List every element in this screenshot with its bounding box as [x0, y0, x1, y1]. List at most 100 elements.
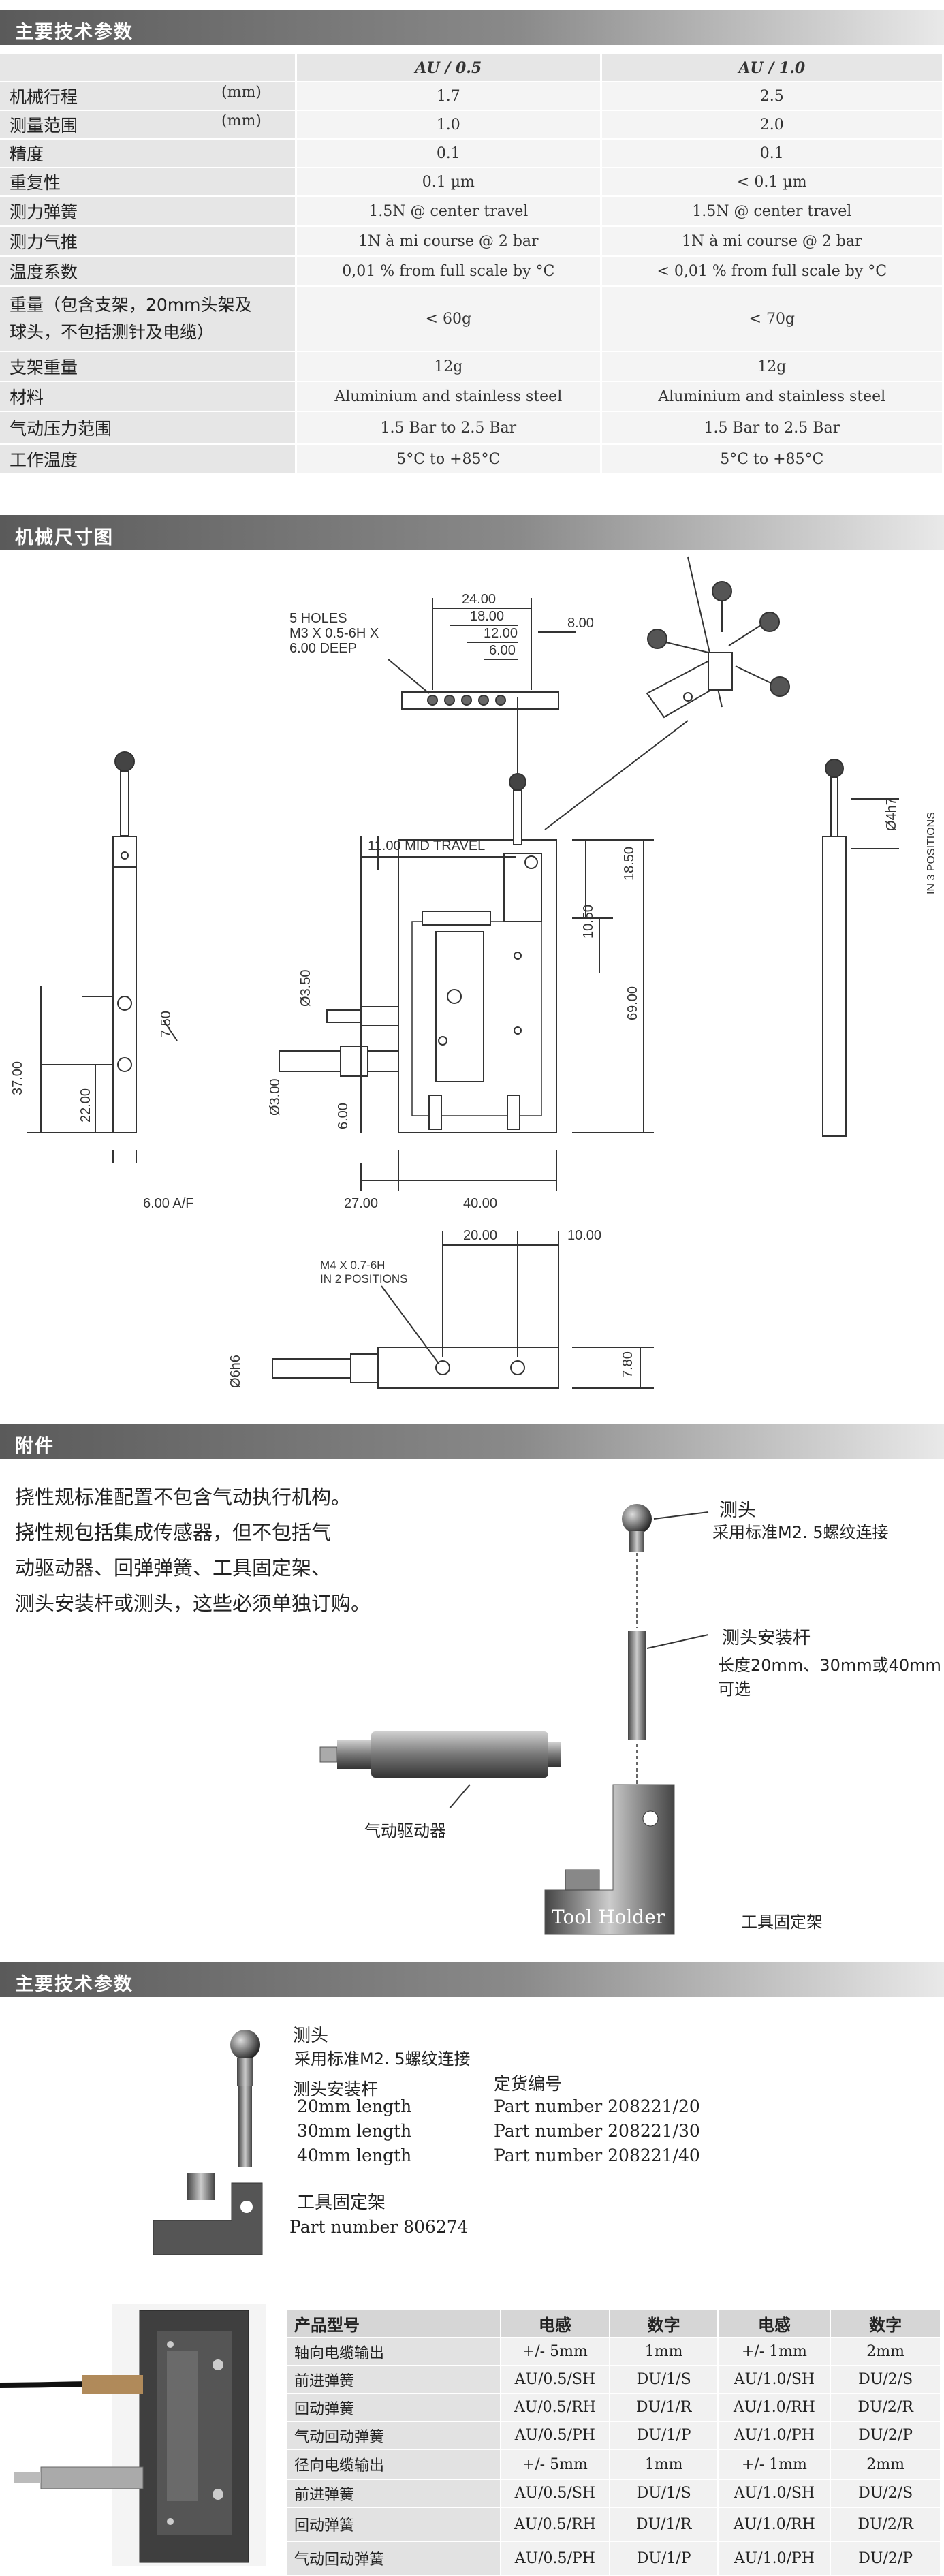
- spec-value: 1.5 Bar to 2.5 Bar: [296, 411, 602, 445]
- spec-value: 1N à mi course @ 2 bar: [601, 226, 944, 257]
- order-cell: DU/2/P: [830, 2541, 941, 2576]
- stylus-left: [120, 770, 129, 836]
- order-cell: DU/2/R: [830, 2507, 941, 2542]
- accessories-illustration: [319, 1504, 709, 1935]
- order-cell: DU/1/P: [608, 2541, 719, 2576]
- spec-value: 1.5N @ center travel: [601, 196, 944, 227]
- order-cell: AU/1.0/SH: [717, 2479, 832, 2508]
- order-header: 电感: [717, 2309, 832, 2338]
- spec-label: 机械行程(mm): [0, 82, 298, 111]
- order-cell: +/- 5mm: [499, 2337, 610, 2366]
- spec-label: 材料: [0, 381, 298, 412]
- section-title: 主要技术参数: [15, 22, 133, 43]
- spec-value: 5°C to +85°C: [296, 444, 602, 475]
- order-cell: DU/2/S: [830, 2365, 941, 2394]
- section-header-ordering: 主要技术参数: [0, 1962, 944, 1997]
- spec-value: < 0.1 µm: [601, 168, 944, 197]
- dim-label: 20.00: [463, 1228, 497, 1243]
- dimension-drawing: 5 HOLES M3 X 0.5-6H X 6.00 DEEP 24.00 18…: [10, 556, 937, 1389]
- dim-label: IN 3 POSITIONS: [926, 812, 937, 894]
- order-cell: AU/1.0/SH: [717, 2365, 832, 2394]
- rod-part-30: Part number 208221/30: [494, 2121, 700, 2141]
- probe-label: 测头: [719, 1500, 756, 1521]
- pneumatic-actuator-icon: [371, 1731, 548, 1778]
- product-photo: [0, 2304, 266, 2566]
- spec-value: 1.5 Bar to 2.5 Bar: [601, 411, 944, 445]
- section-header-dimensions: 机械尺寸图: [0, 515, 944, 550]
- dim-label: 18.00: [470, 609, 504, 624]
- bottom-view-stem: [272, 1358, 351, 1379]
- spec-row: 材料 Aluminium and stainless steel Alumini…: [0, 381, 944, 412]
- order-row: 轴向电缆输出 +/- 5mm 1mm +/- 1mm 2mm: [286, 2337, 941, 2366]
- order-cell: 2mm: [830, 2449, 941, 2480]
- spec-row: 测力气推 1N à mi course @ 2 bar 1N à mi cour…: [0, 226, 944, 257]
- order-cell: AU/0.5/PH: [499, 2421, 610, 2450]
- rod-length-30: 30mm length: [297, 2121, 412, 2141]
- spec-table: AU / 0.5 AU / 1.0 机械行程(mm) 1.7 2.5 测量范围(…: [0, 54, 944, 475]
- dim-label: Ø6h6: [228, 1355, 243, 1388]
- spec-value: 0,01 % from full scale by °C: [296, 256, 602, 287]
- order-cell: DU/1/S: [608, 2365, 719, 2394]
- order-cell: 径向电缆输出: [286, 2449, 501, 2480]
- dim-label: 22.00: [78, 1088, 93, 1122]
- rod-length-40: 40mm length: [297, 2146, 412, 2165]
- accessories-line: 动驱动器、回弹弹簧、工具固定架、: [15, 1556, 332, 1580]
- probe-rod-icon: [628, 1631, 646, 1740]
- stylus-ball-right: [825, 759, 844, 778]
- gauge-body-left: [112, 866, 137, 1133]
- rod-part-20: Part number 208221/20: [494, 2096, 700, 2116]
- spec-value: 12g: [601, 351, 944, 382]
- dim-label: Ø4h7: [884, 798, 899, 831]
- spec-row: 机械行程(mm) 1.7 2.5: [0, 82, 944, 111]
- order-row: 前进弹簧 AU/0.5/SH DU/1/S AU/1.0/SH DU/2/S: [286, 2479, 941, 2508]
- order-header: 数字: [830, 2309, 941, 2338]
- spec-row: 重复性 0.1 µm < 0.1 µm: [0, 168, 944, 197]
- spec-row: 测量范围(mm) 1.0 2.0: [0, 110, 944, 140]
- order-rod-label: 测头安装杆: [293, 2079, 379, 2099]
- order-cell: +/- 1mm: [717, 2449, 832, 2480]
- spec-unit: (mm): [221, 112, 262, 129]
- screw-icon: [117, 996, 132, 1011]
- order-cell: 轴向电缆输出: [286, 2337, 501, 2366]
- dim-label: 7.50: [159, 1011, 174, 1037]
- order-cell: DU/1/S: [608, 2479, 719, 2508]
- spec-value: < 60g: [296, 286, 602, 352]
- spec-row: 重量（包含支架，20mm头架及球头，不包括测针及电缆） < 60g < 70g: [0, 286, 944, 352]
- spec-unit: (mm): [221, 84, 262, 101]
- holes-note: M3 X 0.5-6H X: [289, 626, 379, 641]
- spec-value: Aluminium and stainless steel: [601, 381, 944, 412]
- spec-label: 精度: [0, 139, 298, 168]
- spec-value: 12g: [296, 351, 602, 382]
- order-cell: DU/1/R: [608, 2393, 719, 2422]
- dim-label: 7.80: [620, 1351, 635, 1378]
- order-cell: DU/2/P: [830, 2421, 941, 2450]
- dim-label: 12.00: [484, 626, 518, 641]
- order-row: 回动弹簧 AU/0.5/RH DU/1/R AU/1.0/RH DU/2/R: [286, 2507, 941, 2542]
- tool-holder-en-label: Tool Holder: [552, 1906, 665, 1928]
- order-cell: 1mm: [608, 2337, 719, 2366]
- spec-header-au10: AU / 1.0: [601, 54, 944, 82]
- dim-label: 6.00: [336, 1103, 351, 1129]
- probe-thread-label: 采用标准M2. 5螺纹连接: [712, 1523, 889, 1542]
- order-cell: +/- 1mm: [717, 2337, 832, 2366]
- dim-label: 8.00: [567, 616, 594, 631]
- accessories-line: 测头安装杆或测头，这些必须单独订购。: [15, 1592, 371, 1615]
- dim-label: 37.00: [10, 1061, 25, 1095]
- dim-label: 10.00: [567, 1228, 601, 1243]
- dim-label: 6.00 A/F: [143, 1196, 194, 1211]
- spec-header-row: AU / 0.5 AU / 1.0: [0, 54, 944, 82]
- order-cell: AU/1.0/PH: [717, 2541, 832, 2576]
- spec-value: 1N à mi course @ 2 bar: [296, 226, 602, 257]
- order-cell: DU/1/R: [608, 2507, 719, 2542]
- dim-label: 69.00: [625, 986, 640, 1020]
- order-header: 数字: [608, 2309, 719, 2338]
- accessories-text: 挠性规标准配置不包含气动执行机构。 挠性规包括集成传感器，但不包括气 动驱动器、…: [15, 1479, 371, 1621]
- order-table: 产品型号 电感 数字 电感 数字 轴向电缆输出 +/- 5mm 1mm +/- …: [286, 2309, 941, 2576]
- section-header-accessories: 附件: [0, 1424, 944, 1459]
- rod-length-label: 长度20mm、30mm或40mm可选: [718, 1656, 941, 1699]
- spec-value: 0.1: [296, 139, 602, 168]
- order-cell: AU/0.5/SH: [499, 2479, 610, 2508]
- order-cell: 回动弹簧: [286, 2393, 501, 2422]
- spec-label: 气动压力范围: [0, 411, 298, 445]
- order-cell: AU/0.5/SH: [499, 2365, 610, 2394]
